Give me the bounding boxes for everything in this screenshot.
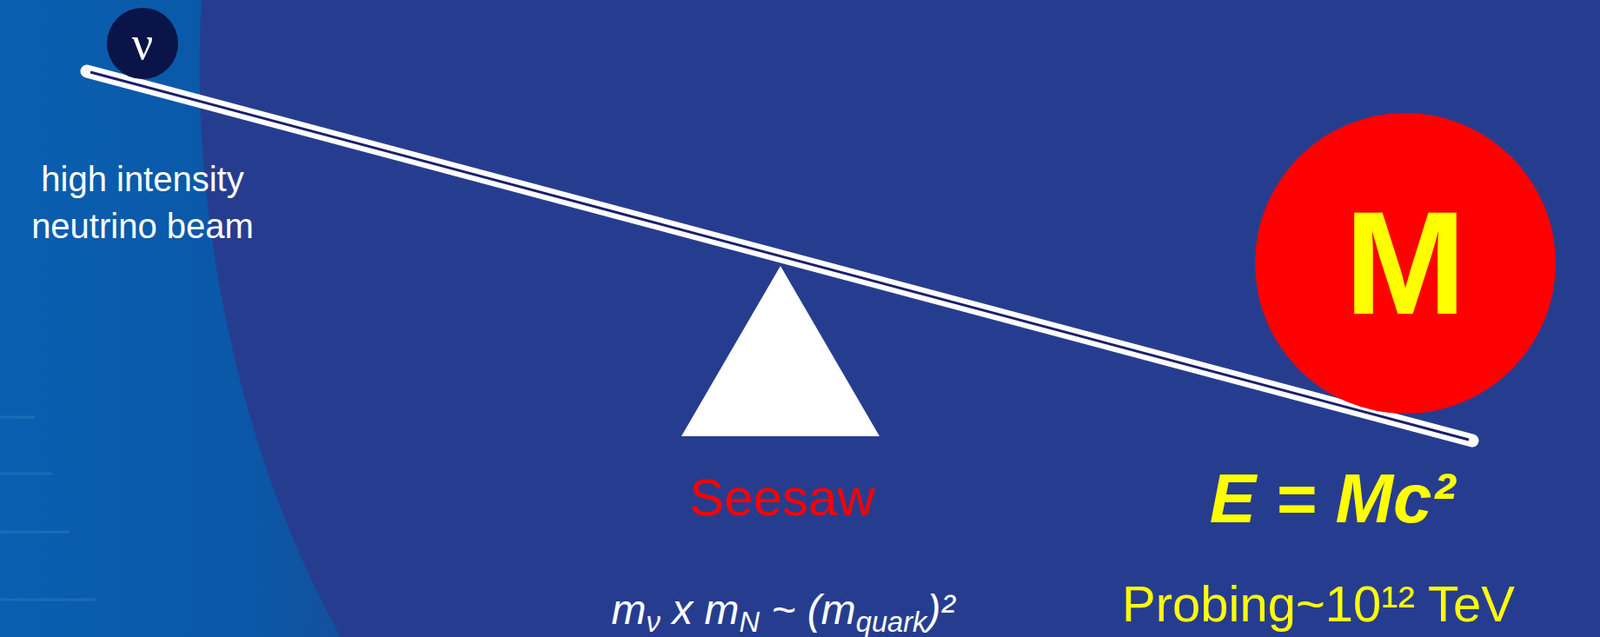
seesaw-label: Seesaw [689, 467, 875, 528]
node-text: ν [132, 19, 153, 67]
beam-label: high intensity neutrino beam [7, 155, 278, 250]
band-stripes [0, 417, 96, 600]
circle-fill [106, 7, 179, 80]
fulcrum-triangle [681, 265, 880, 437]
energy-formula: E = Mc² [1209, 458, 1455, 539]
neutrino-circle: ν [106, 7, 179, 80]
energy-scale: Probing~10¹² TeV [1121, 575, 1515, 634]
mass-circle: M [1254, 112, 1556, 414]
mass-relation: mν x mN ~ (mquark)² [611, 585, 956, 634]
circle-fill [1254, 112, 1556, 414]
node-text: M [1344, 190, 1467, 337]
